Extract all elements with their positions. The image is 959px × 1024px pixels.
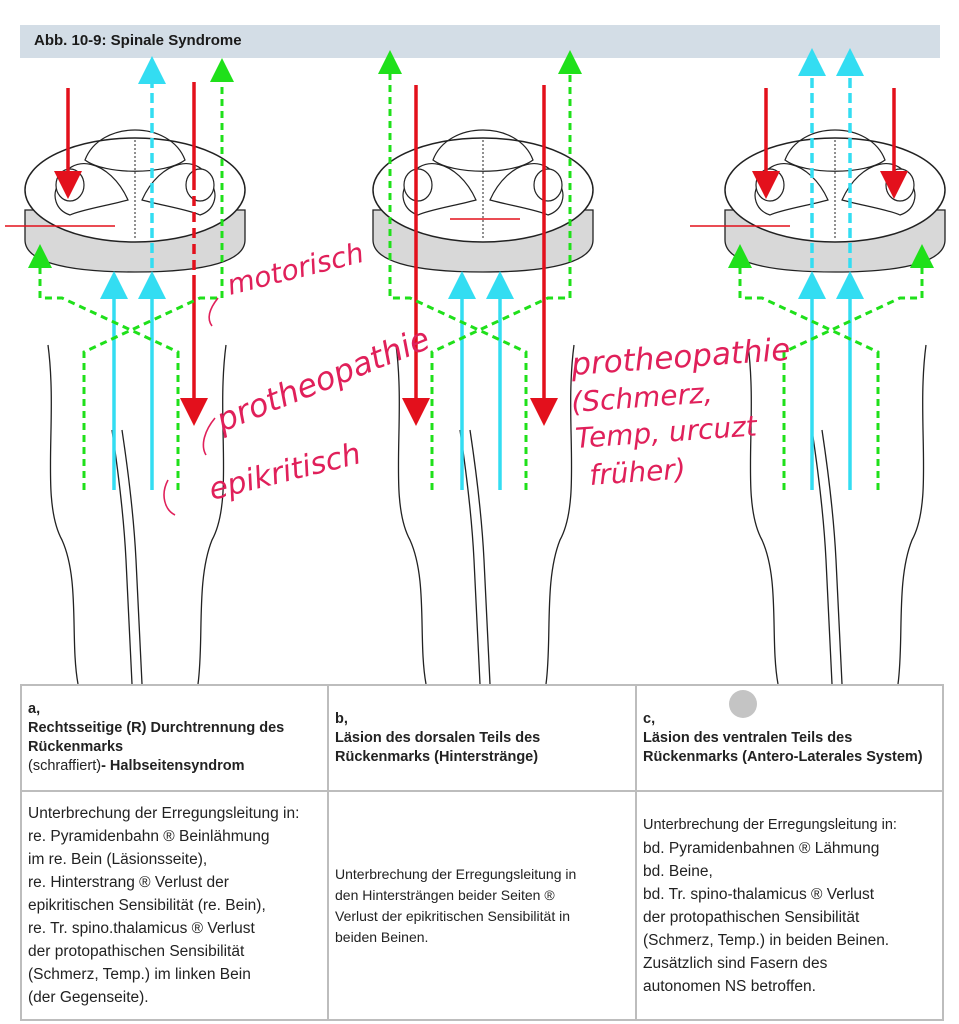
annotation-protheopathie-b-1: protheopathie xyxy=(569,332,791,383)
body-line: autonomen NS betroffen. xyxy=(643,977,816,995)
marker-dot xyxy=(729,690,757,718)
body-line: im re. Bein (Läsionsseite), xyxy=(28,851,208,868)
panel-b-diagram xyxy=(372,50,594,684)
header-cell-a: a, Rechtsseitige (R) Durchtrennung des R… xyxy=(20,684,329,792)
body-line: bd. Tr. spino-thalamicus ® Verlust xyxy=(643,885,875,903)
body-cell-c: Unterbrechung der Erregungsleitung in: b… xyxy=(635,790,944,1021)
body-line: re. Pyramidenbahn ® Beinlähmung xyxy=(28,828,270,845)
figure-title: Abb. 10-9: Spinale Syndrome xyxy=(34,32,242,49)
body-line: bd. Beine, xyxy=(643,862,713,880)
body-line: Unterbrechung der Erregungsleitung in xyxy=(335,865,577,882)
column-title: Läsion des ventralen Teils des Rückenmar… xyxy=(643,729,923,765)
body-line: der protopathischen Sensibilität xyxy=(643,908,860,926)
panel-c-diagram xyxy=(690,48,946,684)
handwritten-annotations: motorisch protheopathie epikritisch prot… xyxy=(163,236,791,516)
column-letter: c, xyxy=(643,710,656,727)
body-line: Zusätzlich sind Fasern des xyxy=(643,954,828,972)
column-note: (schraffiert)- Halbseitensyndrom xyxy=(28,757,321,776)
column-letter: a, xyxy=(28,701,41,717)
body-cell-a: Unterbrechung der Erregungsleitung in: r… xyxy=(20,790,329,1021)
table-body-row: Unterbrechung der Erregungsleitung in: r… xyxy=(20,790,944,1021)
body-line: bd. Pyramidenbahnen ® Lähmung xyxy=(643,839,880,857)
column-letter: b, xyxy=(335,710,348,727)
body-cell-b: Unterbrechung der Erregungsleitung in de… xyxy=(327,790,637,1021)
body-line: (der Gegenseite). xyxy=(28,989,149,1006)
panel-a-diagram xyxy=(5,56,246,684)
annotation-protheopathie-b-4: früher) xyxy=(588,452,687,492)
body-line: (Schmerz, Temp.) in beiden Beinen. xyxy=(643,931,890,949)
body-line: beiden Beinen. xyxy=(335,928,429,945)
body-line: re. Tr. spino.thalamicus ® Verlust xyxy=(28,920,255,937)
column-title: Läsion des dorsalen Teils des Rückenmark… xyxy=(335,729,541,765)
body-line: Verlust der epikritischen Sensibilität i… xyxy=(335,907,571,924)
syndrome-table: a, Rechtsseitige (R) Durchtrennung des R… xyxy=(20,684,944,1021)
column-note-bold: - Halbseitensyndrom xyxy=(101,758,245,774)
figure-header: Abb. 10-9: Spinale Syndrome xyxy=(20,25,940,58)
annotation-protheopathie-a: protheopathie xyxy=(210,319,435,439)
column-note-normal: (schraffiert) xyxy=(28,758,102,774)
table-header-row: a, Rechtsseitige (R) Durchtrennung des R… xyxy=(20,684,944,792)
header-cell-b: b, Läsion des dorsalen Teils des Rückenm… xyxy=(327,684,757,792)
annotation-epikritisch: epikritisch xyxy=(205,436,364,507)
header-cell-c: c, Läsion des ventralen Teils des Rücken… xyxy=(635,684,944,792)
body-line: Unterbrechung der Erregungsleitung in: xyxy=(643,816,897,833)
body-line: (Schmerz, Temp.) im linken Bein xyxy=(28,966,251,983)
body-line: der protopathischen Sensibilität xyxy=(28,943,245,960)
annotation-motorisch: motorisch xyxy=(224,236,367,302)
spinal-syndrome-diagram: motorisch protheopathie epikritisch prot… xyxy=(5,48,946,684)
body-line: den Hintersträngen beider Seiten ® xyxy=(335,886,555,903)
body-line: re. Hinterstrang ® Verlust der xyxy=(28,874,229,891)
body-line: epikritischen Sensibilität (re. Bein), xyxy=(28,897,266,914)
column-title: Rechtsseitige (R) Durchtrennung des Rück… xyxy=(28,720,285,755)
body-line: Unterbrechung der Erregungsleitung in: xyxy=(28,805,300,822)
annotation-protheopathie-b-2: (Schmerz, xyxy=(570,376,713,419)
